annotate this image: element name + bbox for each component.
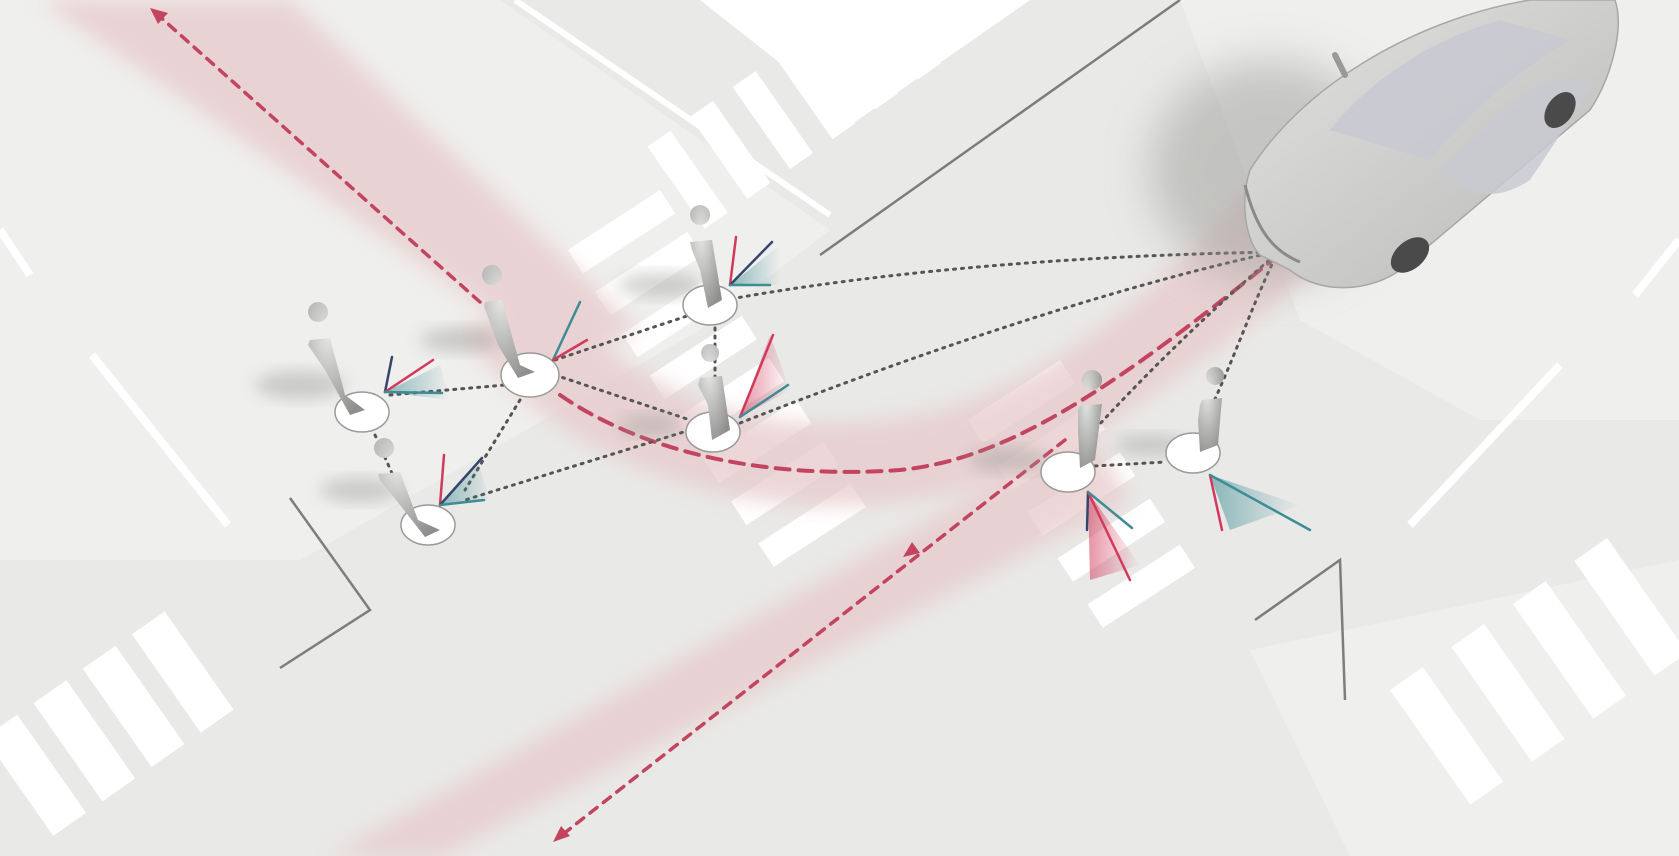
pedestrian-figure	[690, 205, 722, 308]
heading-arrow	[383, 355, 394, 394]
trajectory-arrowhead	[150, 8, 168, 24]
pedestrian-figure	[482, 265, 535, 378]
heading-arrow	[1086, 490, 1132, 582]
curb-line	[1631, 237, 1679, 298]
heading-arrow	[1085, 490, 1090, 532]
figure-shadow	[618, 273, 702, 297]
curb-line	[819, 0, 1181, 257]
figure-shadow	[620, 415, 680, 435]
car-wheel	[1544, 91, 1576, 129]
interaction-link	[1083, 253, 1277, 442]
curb-line	[1254, 557, 1347, 701]
trajectory-southwest	[560, 438, 1067, 837]
heading-arrow	[1086, 490, 1134, 530]
pedestrian-p3	[618, 205, 738, 326]
pedestrian-figure	[1198, 367, 1225, 452]
interaction-link	[1203, 256, 1277, 422]
car-grille	[1243, 184, 1301, 264]
sidewalk-west	[0, 0, 830, 560]
pedestrian-p4	[620, 344, 741, 453]
heading-arrow	[1208, 473, 1224, 532]
uncertainty-fan	[730, 245, 780, 285]
trajectory-arrowhead	[903, 542, 920, 557]
car	[1243, 0, 1619, 289]
heading-arrow	[438, 498, 486, 507]
curb-line	[0, 227, 34, 278]
path-band-southwest	[330, 430, 1130, 856]
curb-line	[513, 0, 832, 218]
interaction-link	[1093, 460, 1167, 468]
path-band-curve	[460, 190, 1360, 506]
uncertainty-fan	[1088, 492, 1140, 580]
heading-arrow	[738, 333, 775, 419]
heading-arrow	[551, 338, 589, 362]
heading-arrow	[551, 300, 582, 362]
figure-shadow	[320, 478, 400, 502]
interaction-link	[553, 313, 692, 362]
pedestrian-p2	[420, 265, 560, 398]
uncertainty-fan	[440, 462, 490, 505]
pedestrian-figure	[374, 438, 440, 537]
pedestrian-figure	[698, 344, 730, 440]
heading-arrow	[738, 383, 790, 419]
pedestrian-p5	[320, 438, 456, 546]
car-windshield	[1330, 20, 1570, 160]
heading-arrow	[728, 240, 774, 287]
figure-shadow	[255, 371, 345, 399]
pedestrian-p1	[255, 302, 390, 433]
heading-arrow	[728, 235, 738, 287]
pedestrian-p6	[970, 370, 1103, 493]
crosswalk-north	[647, 0, 941, 229]
heading-arrow	[383, 390, 444, 395]
heading-arrow	[383, 358, 435, 394]
heading-arrow	[1208, 473, 1312, 532]
heading-arrow	[438, 456, 484, 507]
crosswalk-southwest	[0, 611, 234, 836]
pedestrian-figure	[308, 302, 365, 415]
heading-arrow	[438, 453, 446, 507]
pedestrian-figure	[1078, 370, 1103, 468]
uncertainty-fan	[740, 335, 790, 417]
interaction-link	[463, 428, 692, 502]
trajectory-northwest	[156, 13, 482, 304]
heading-arrows	[383, 235, 1312, 582]
trajectory-arrowhead	[553, 826, 570, 842]
pedestrian-p7	[1115, 367, 1225, 474]
car-mirror	[1332, 52, 1348, 78]
pedestrians	[255, 205, 1225, 546]
crosswalk-southeast	[1390, 538, 1679, 805]
car-wheel	[1390, 237, 1430, 273]
lane-line	[1407, 362, 1563, 528]
figure-shadow	[970, 448, 1050, 472]
interaction-link	[553, 373, 692, 422]
lane-line	[88, 352, 232, 528]
figure-shadow	[420, 328, 500, 352]
curb-line	[279, 497, 372, 670]
